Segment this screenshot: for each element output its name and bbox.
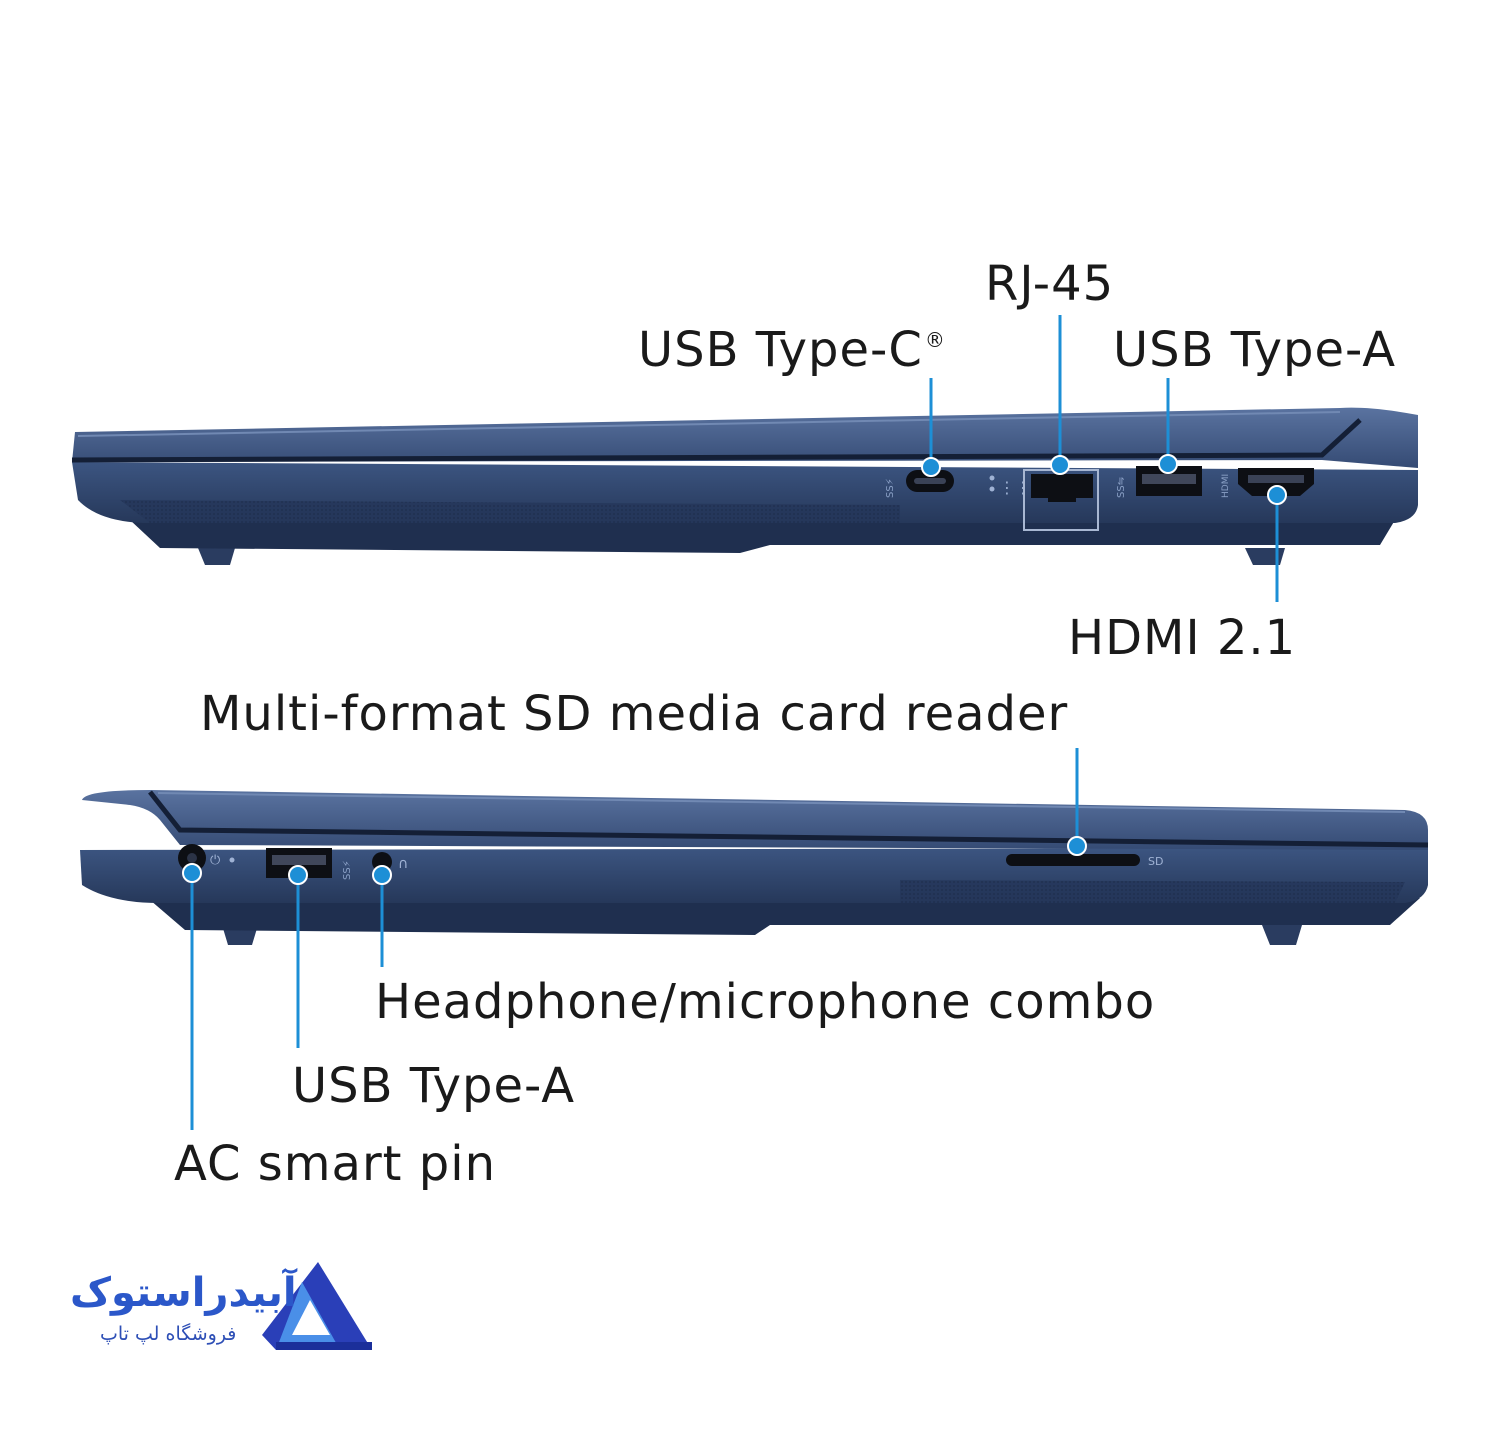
- svg-text:SS⇋: SS⇋: [1116, 477, 1127, 498]
- store-logo-tagline: فروشگاه لپ تاپ: [100, 1323, 237, 1345]
- laptop-right-side-view: [71, 407, 1418, 565]
- svg-text:HDMI: HDMI: [1221, 474, 1231, 498]
- callout-lines: [190, 315, 1279, 1130]
- label-usb-type-a-left: USB Type-A: [292, 1058, 576, 1114]
- sd-slot-label: SD: [1148, 855, 1163, 868]
- label-headphone-combo: Headphone/microphone combo: [375, 974, 1156, 1030]
- hdmi-port: HDMI: [1221, 468, 1314, 498]
- sd-card-slot: SD: [1006, 854, 1163, 868]
- label-usb-type-a-right: USB Type-A: [1113, 322, 1397, 378]
- usb-c-port: SS⚡: [885, 470, 954, 498]
- svg-text:SS⚡: SS⚡: [885, 478, 896, 498]
- registered-mark: ®: [924, 328, 946, 352]
- store-logo-icon: [262, 1262, 372, 1350]
- rj45-port: ⋮⋮: [989, 469, 1099, 531]
- callout-dots: [182, 454, 1287, 885]
- svg-text:∩: ∩: [398, 856, 408, 872]
- svg-text:SS⚡: SS⚡: [342, 860, 353, 880]
- svg-text:⏻: ⏻: [210, 853, 220, 868]
- store-logo-name: آبیدراستوک: [70, 1270, 297, 1316]
- label-usb-type-c: USB Type-C®: [638, 322, 946, 378]
- label-rj45: RJ-45: [985, 256, 1115, 312]
- svg-text:⋮⋮: ⋮⋮: [999, 478, 1031, 497]
- label-hdmi: HDMI 2.1: [1068, 610, 1297, 666]
- label-ac-smart-pin: AC smart pin: [174, 1136, 496, 1192]
- ac-smart-pin-port: ⏻: [178, 844, 235, 872]
- label-sd-reader: Multi-format SD media card reader: [200, 686, 1069, 742]
